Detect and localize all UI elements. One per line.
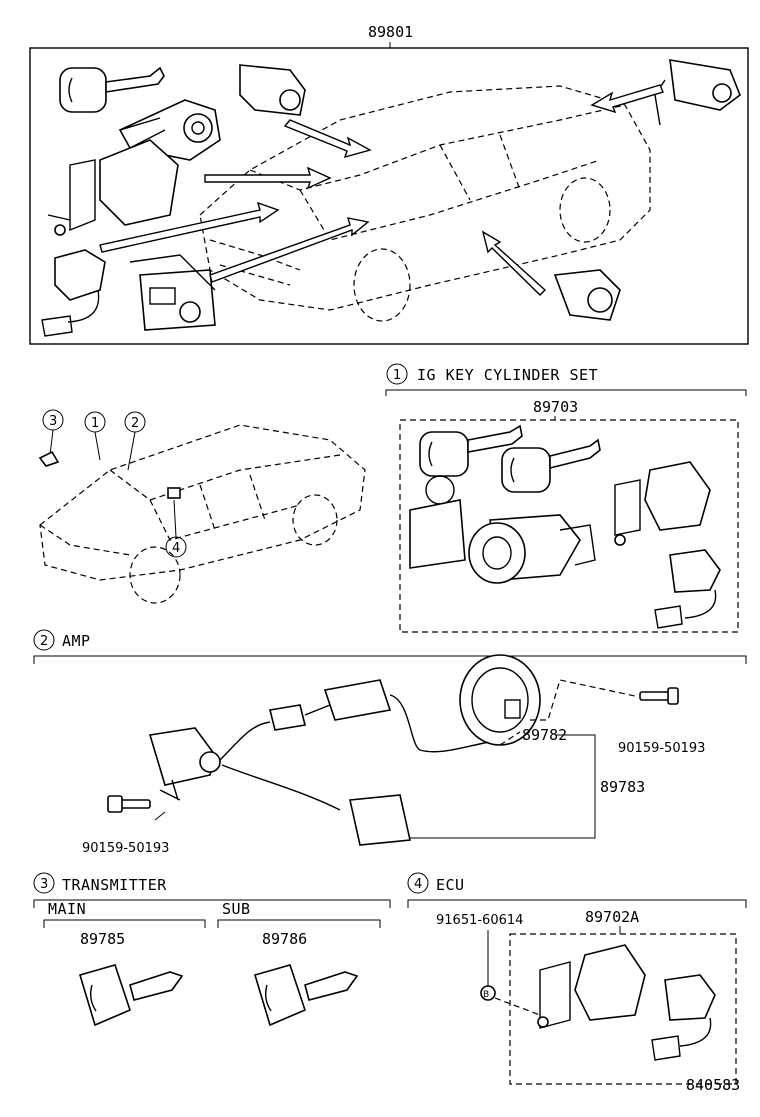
sub-label: SUB [222, 900, 251, 918]
part-89783-label: 89783 [600, 778, 645, 796]
locator-badge-3: 3 [49, 414, 57, 429]
section3-bracket [33, 899, 391, 908]
part-89786-label: 89786 [262, 930, 307, 948]
main-label: MAIN [48, 900, 86, 918]
part-89782-label: 89782 [522, 726, 567, 744]
section1-badge: 1 [393, 368, 401, 383]
top-frame [29, 47, 749, 345]
part-89702a-label: 89702A [585, 908, 639, 926]
section1-ignition-cylinder [468, 514, 596, 584]
bolt-mark: B [483, 990, 489, 1000]
part-89785-label: 89785 [80, 930, 125, 948]
top-locator-arrows [99, 84, 664, 296]
top-part-number: 89801 [368, 23, 413, 41]
locator-badge-4: 4 [172, 541, 180, 556]
section1-part-number: 89703 [533, 398, 578, 416]
top-glovebox-cylinder [129, 254, 216, 331]
section1-keys [409, 424, 601, 569]
locator-car-illustration [39, 424, 366, 604]
section4-ecu [537, 944, 646, 1029]
figure-id: 840583 [686, 1076, 740, 1094]
top-amp-module [41, 249, 106, 337]
section2-bracket [33, 655, 747, 664]
section4-bracket [407, 899, 747, 908]
section4-badge: 4 [414, 877, 422, 892]
section1-amp-module [654, 549, 721, 629]
locator-badge-1: 1 [91, 416, 99, 431]
section4-badge-circle [407, 872, 429, 894]
section4-frame [509, 933, 737, 1085]
top-key-icon [59, 66, 165, 113]
section2-badge-circle [33, 629, 55, 651]
locator-badge-2: 2 [131, 416, 139, 431]
main-bracket [43, 919, 206, 928]
section2-screw-left [107, 795, 151, 813]
section2-screw-right [639, 687, 679, 705]
sub-bracket [217, 919, 381, 928]
section1-bracket [385, 389, 747, 396]
section1-title: IG KEY CYLINDER SET [417, 366, 598, 384]
section2-leaders [154, 679, 636, 839]
locator-badges: 3 1 2 4 [38, 409, 187, 558]
bolt-icon [480, 985, 496, 1001]
top-trunk-cylinder [654, 59, 741, 126]
section3-badge: 3 [40, 877, 48, 892]
section2-badge: 2 [40, 634, 48, 649]
section2-amp-harness [148, 654, 541, 846]
main-transmitter-key [79, 964, 184, 1027]
section3-title: TRANSMITTER [62, 876, 167, 894]
section1-badge-circle [386, 363, 408, 385]
sub-transmitter-key [254, 964, 359, 1027]
top-car-illustration [199, 85, 651, 322]
screw-left-label: 90159-50193 [82, 841, 169, 856]
section2-title: AMP [62, 632, 91, 650]
section4-title: ECU [436, 876, 465, 894]
top-ecu-unit [47, 139, 179, 236]
section1-frame [399, 419, 739, 633]
section1-ecu [614, 461, 711, 546]
screw-right-label: 90159-50193 [618, 741, 705, 756]
top-door-lock-cylinder [239, 64, 306, 116]
section3-badge-circle [33, 872, 55, 894]
top-rear-door-cylinder [553, 269, 621, 321]
section4-amp-module [651, 974, 716, 1061]
bolt-label: 91651-60614 [436, 913, 523, 928]
